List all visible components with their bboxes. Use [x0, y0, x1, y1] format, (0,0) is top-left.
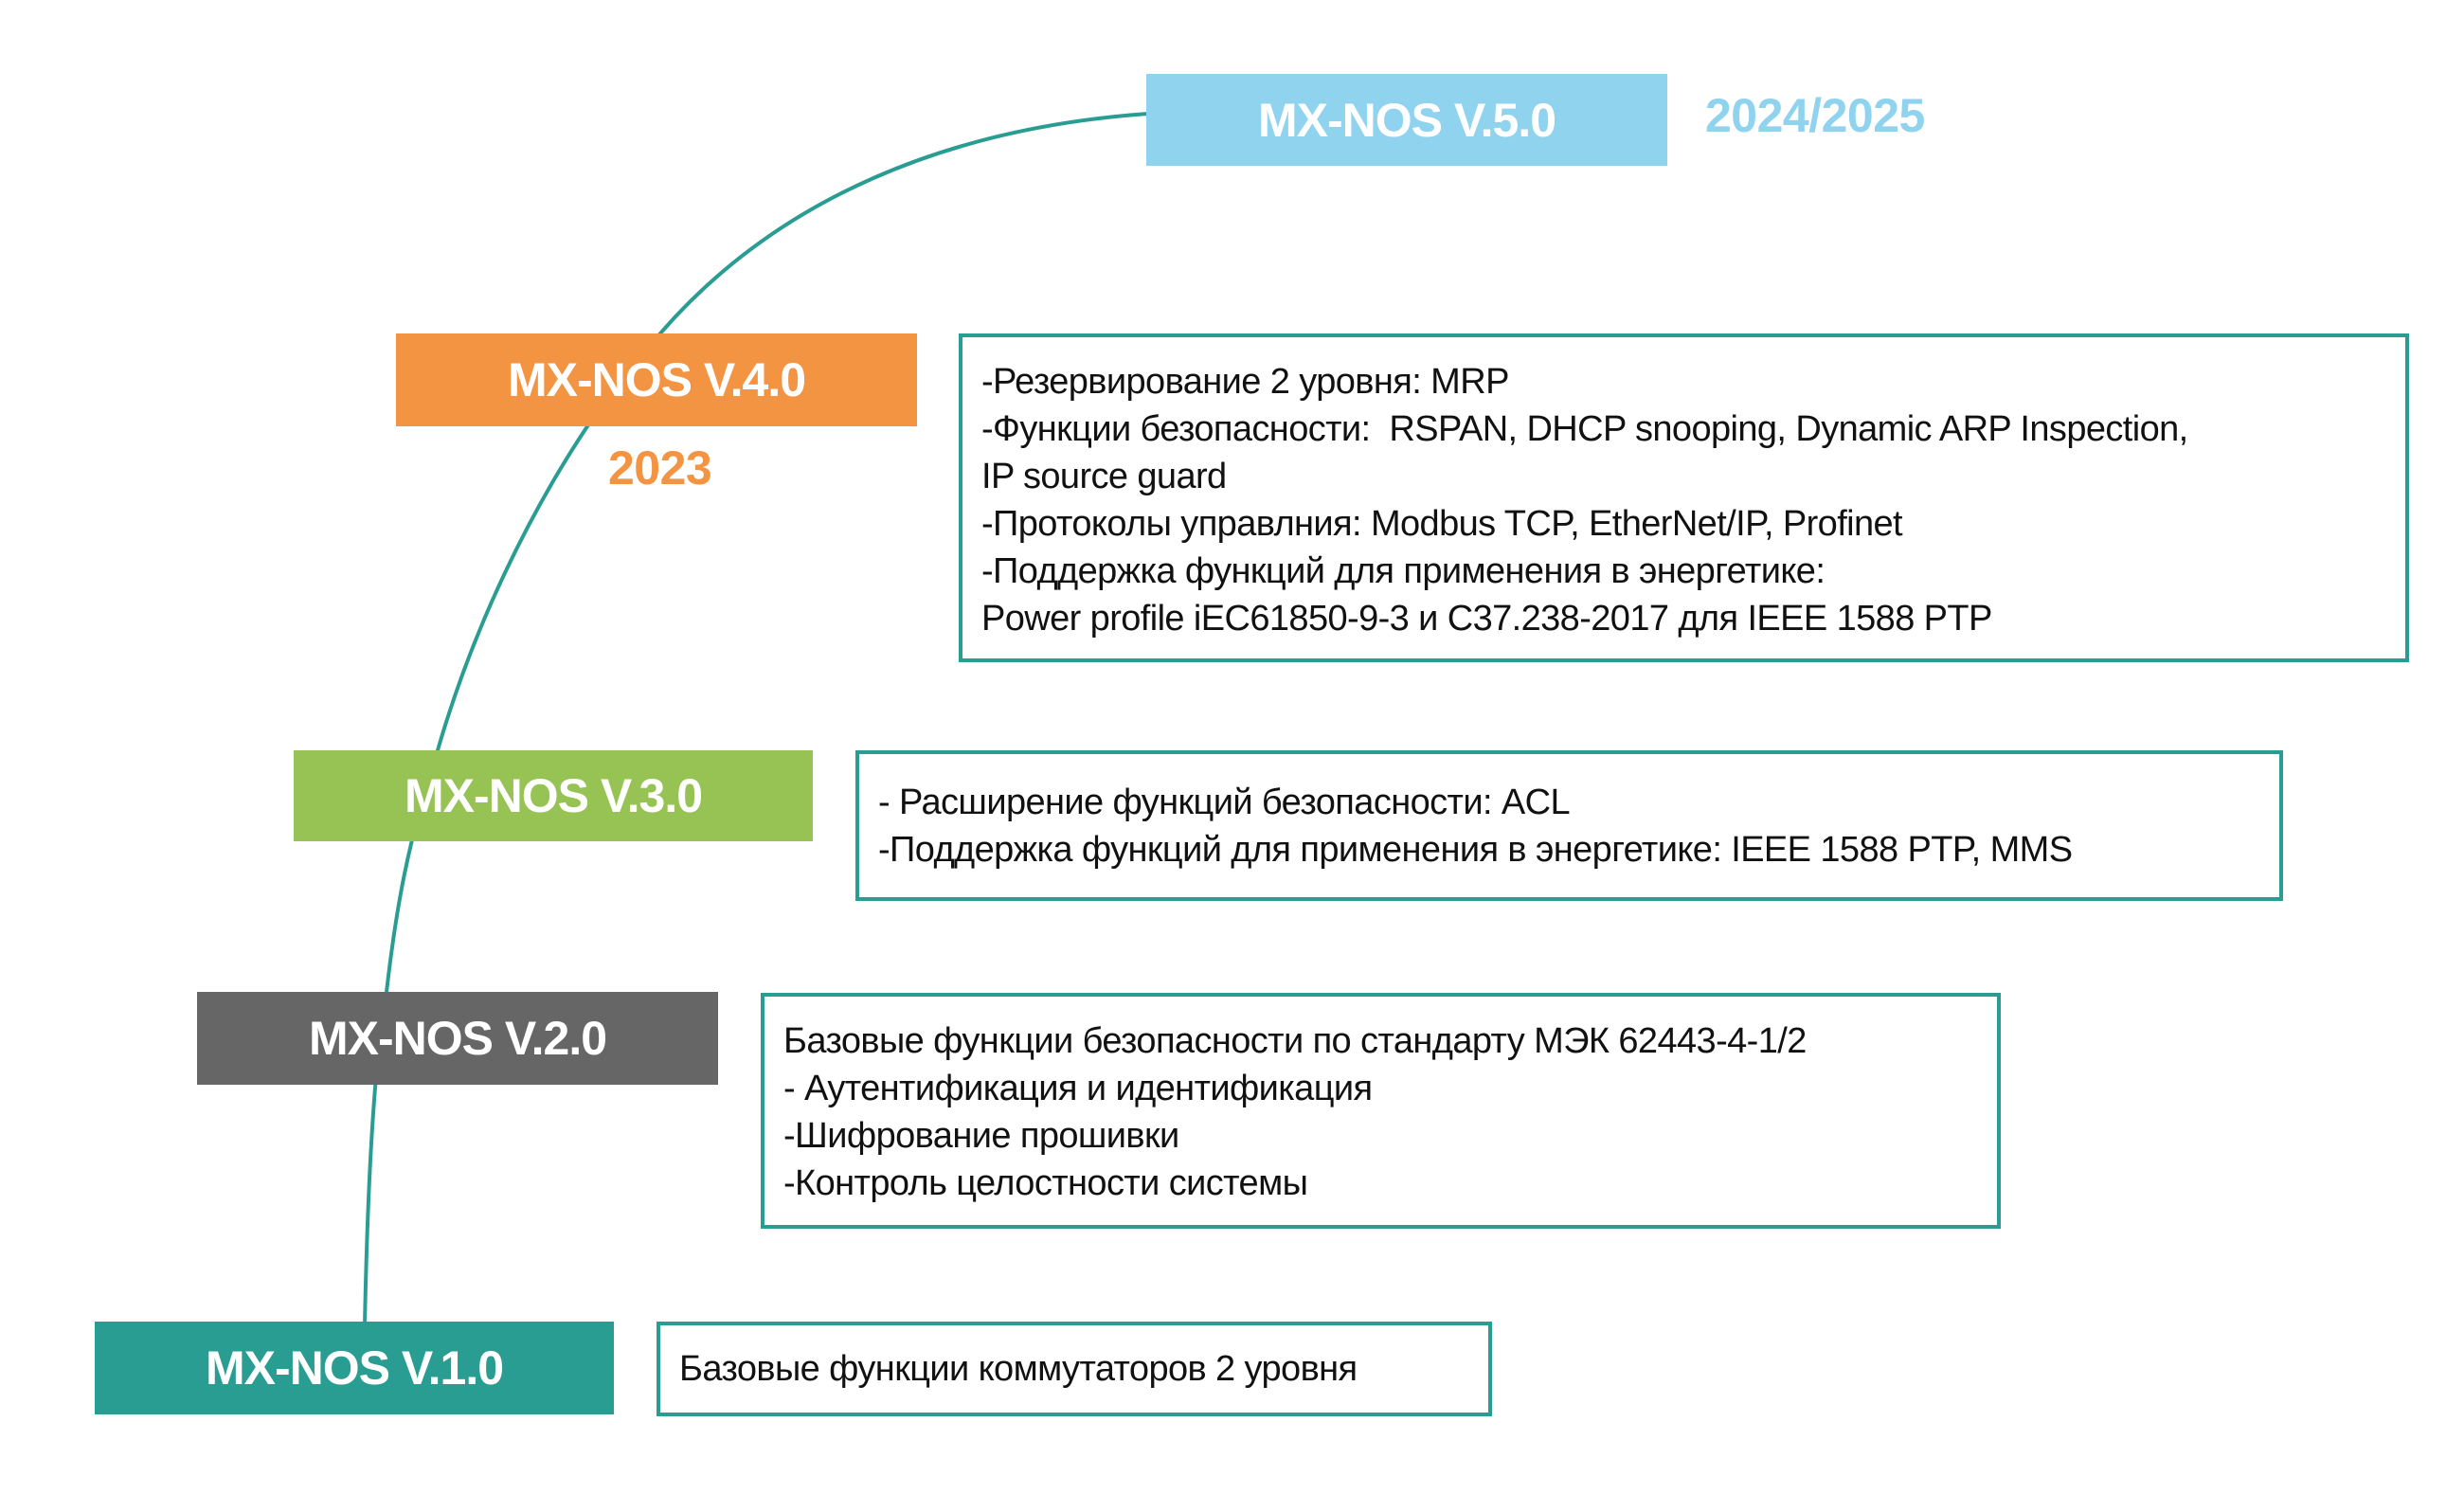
version-4-label: MX-NOS V.4.0 — [507, 353, 806, 406]
feature-line: -Функции безопасности: RSPAN, DHCP snoop… — [981, 409, 2188, 449]
feature-line: -Шифрование прошивки — [783, 1116, 1179, 1156]
version-3-features: - Расширение функций безопасности: ACL -… — [855, 750, 2283, 901]
version-5-label: MX-NOS V.5.0 — [1257, 93, 1556, 147]
version-1-label: MX-NOS V.1.0 — [205, 1341, 504, 1395]
version-3-label: MX-NOS V.3.0 — [404, 769, 703, 822]
version-4-year: 2023 — [608, 441, 712, 495]
version-4-box: MX-NOS V.4.0 — [396, 333, 917, 426]
feature-line: - Аутентификация и идентификация — [783, 1069, 1373, 1108]
version-2-features: Базовые функции безопасности по стандарт… — [761, 993, 2001, 1229]
feature-line: Power profile iEC61850-9-3 и C37.238-201… — [981, 599, 1992, 639]
version-2-box: MX-NOS V.2.0 — [197, 992, 718, 1085]
feature-line: IP source guard — [981, 457, 1227, 496]
version-2-label: MX-NOS V.2.0 — [308, 1012, 607, 1065]
feature-line: - Расширение функций безопасности: ACL — [878, 783, 1571, 822]
feature-line: Базовые функции коммутаторов 2 уровня — [679, 1349, 1358, 1389]
feature-line: Базовые функции безопасности по стандарт… — [783, 1021, 1807, 1061]
feature-line: -Резервирование 2 уровня: MRP — [981, 362, 1509, 402]
version-1-box: MX-NOS V.1.0 — [95, 1322, 614, 1414]
feature-line: -Поддержка функций для применения в энер… — [981, 551, 1826, 591]
version-1-features: Базовые функции коммутаторов 2 уровня — [656, 1322, 1492, 1416]
feature-line: -Поддержка функций для применения в энер… — [878, 830, 2073, 870]
feature-line: -Контроль целостности системы — [783, 1163, 1308, 1203]
version-5-box: MX-NOS V.5.0 — [1146, 74, 1667, 166]
version-3-box: MX-NOS V.3.0 — [294, 750, 813, 841]
version-4-features: -Резервирование 2 уровня: MRP -Функции б… — [959, 333, 2409, 662]
version-5-year: 2024/2025 — [1705, 89, 1925, 142]
feature-line: -Протоколы управлния: Modbus TCP, EtherN… — [981, 504, 1903, 544]
